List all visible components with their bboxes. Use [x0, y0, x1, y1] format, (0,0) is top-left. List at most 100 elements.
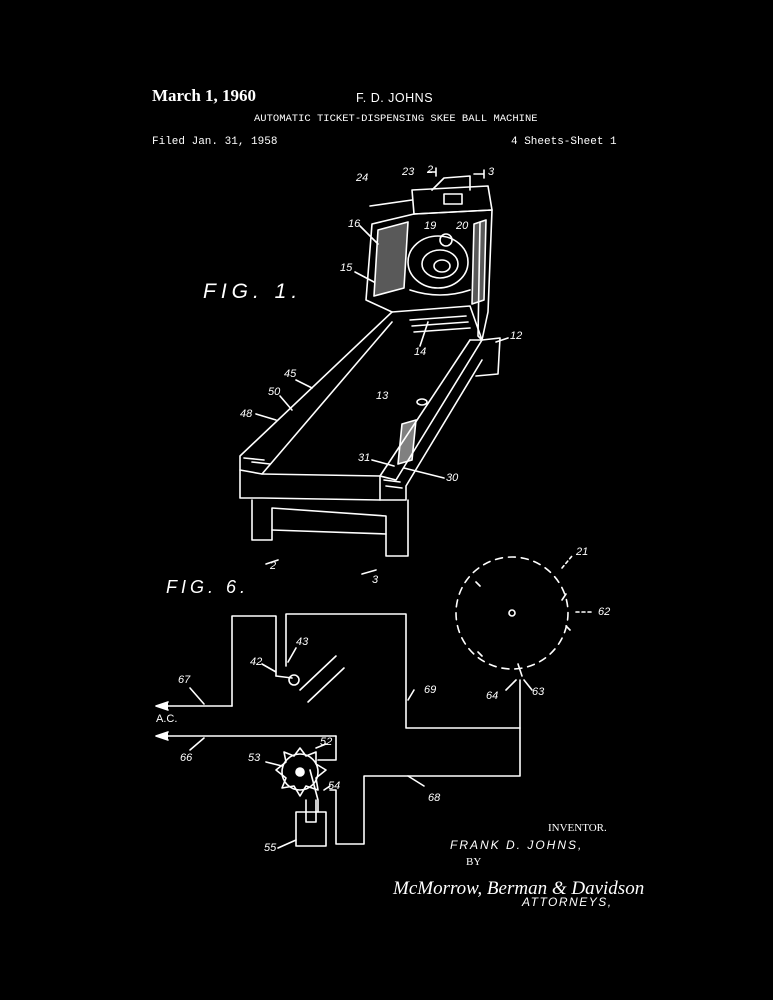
leader-15: [355, 272, 374, 282]
leader-45: [296, 380, 312, 388]
side-panel-right: [472, 220, 486, 304]
patent-date: March 1, 1960: [152, 86, 257, 105]
ref-31: 31: [358, 452, 371, 464]
leader-66: [190, 738, 204, 750]
ref-69: 69: [424, 684, 437, 696]
inventor-label: INVENTOR.: [548, 822, 607, 834]
cabinet-left-side: [366, 214, 414, 312]
wire-68: [330, 728, 520, 844]
leader-55: [278, 840, 296, 848]
pawl-arm: [310, 770, 318, 812]
table-legs: [252, 500, 408, 556]
attorneys-label: ATTORNEYS,: [522, 895, 613, 909]
fig6-label: FIG. 6.: [166, 577, 250, 597]
leader-48: [256, 414, 276, 420]
wire-52: [318, 736, 336, 760]
ticket-slot: [444, 194, 462, 204]
ref-50: 50: [268, 386, 281, 398]
ref-67: 67: [178, 674, 191, 686]
arrow-66-icon: [156, 732, 168, 740]
ref-45: 45: [284, 368, 297, 380]
cabinet-right-side: [414, 210, 492, 340]
ac-label: A.C.: [156, 713, 178, 725]
right-front-stripes: [384, 480, 402, 488]
ball-return: [398, 420, 416, 464]
switch-contact: [289, 675, 299, 685]
ref-55: 55: [264, 842, 277, 854]
ref-3-top: 3: [488, 166, 495, 178]
ref-14: 14: [414, 346, 427, 358]
ramp-lines: [410, 316, 470, 332]
leader-69: [408, 690, 414, 700]
wheel-contact: [518, 664, 522, 676]
wire-67: [232, 616, 276, 706]
right-rail-face: [380, 360, 482, 500]
ref-13: 13: [376, 390, 389, 402]
ref-21: 21: [576, 546, 589, 558]
ref-66: 66: [180, 752, 193, 764]
ring-base: [410, 290, 470, 295]
leader-54: [324, 786, 330, 790]
front-stripes: [244, 458, 270, 464]
top-hole: [440, 234, 452, 246]
ref-19: 19: [424, 220, 437, 232]
wire-69: [286, 614, 520, 728]
leader-16: [360, 226, 378, 244]
patent-title: AUTOMATIC TICKET-DISPENSING SKEE BALL MA…: [254, 113, 538, 125]
ref-24: 24: [356, 172, 369, 184]
ref-23: 23: [402, 166, 415, 178]
arrow-67-icon: [156, 702, 168, 710]
ref-68: 68: [428, 792, 441, 804]
ratchet-hub: [296, 768, 304, 776]
leader-42: [262, 664, 276, 672]
ref-64: 64: [486, 690, 499, 702]
marquee: [432, 176, 470, 190]
leader-64: [506, 680, 516, 690]
outer-ring: [408, 236, 468, 288]
ref-12: 12: [510, 330, 523, 342]
wheel-cams: [476, 582, 570, 656]
sheet-number: 4 Sheets-Sheet 1: [511, 136, 617, 148]
section-marker-top-right: [474, 170, 484, 178]
solenoid-55: [296, 812, 326, 846]
ball-hole: [417, 399, 427, 405]
inner-ring: [434, 260, 450, 272]
attorney-signature: McMorrow, Berman & Davidson: [393, 878, 645, 899]
fig1-label: FIG. 1.: [203, 280, 303, 303]
leader-30: [404, 468, 444, 478]
ticket-wheel: [456, 557, 568, 669]
leg-brace: [272, 530, 386, 534]
solenoid-plunger: [306, 800, 316, 822]
ref-54: 54: [328, 780, 341, 792]
ref-62: 62: [598, 606, 611, 618]
wheel-center: [509, 610, 515, 616]
leader-14: [420, 322, 428, 346]
ref-20: 20: [456, 220, 469, 232]
ratchet-wheel: [282, 754, 318, 790]
leader-31: [372, 460, 394, 466]
ref-53: 53: [248, 752, 261, 764]
ref-63: 63: [532, 686, 545, 698]
leader-53: [266, 762, 282, 766]
leader-21: [562, 556, 572, 568]
by-label: BY: [466, 856, 482, 868]
front-apron: [240, 470, 380, 500]
ref-30: 30: [446, 472, 459, 484]
filed-date: Filed Jan. 31, 1958: [152, 136, 278, 148]
section-marker-bottom: [266, 560, 376, 574]
leader-68: [408, 776, 424, 786]
middle-ring: [422, 250, 458, 278]
section-marker-top: [428, 168, 436, 176]
leader-52: [316, 744, 326, 748]
ref-52: 52: [320, 736, 333, 748]
cabinet-front-block: [476, 338, 500, 376]
ramp-top-edge: [392, 306, 482, 340]
ref-42: 42: [250, 656, 263, 668]
inventor-name: FRANK D. JOHNS,: [450, 838, 584, 852]
ref-43: 43: [296, 636, 309, 648]
ref-16: 16: [348, 218, 361, 230]
switch-lever: [300, 656, 344, 702]
ref-2-bottom: 2: [270, 560, 277, 572]
